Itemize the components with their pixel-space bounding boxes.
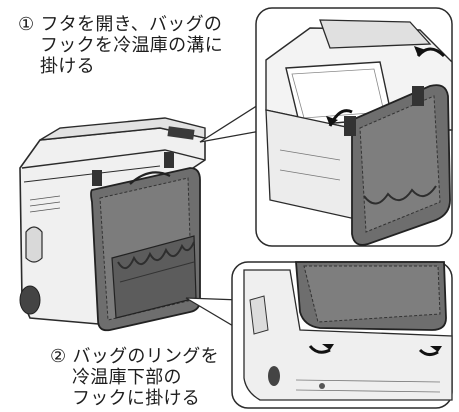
step-1-text-2: フックを冷温庫の溝に: [40, 35, 223, 56]
step-1-line-1: ① フタを開き、バッグの: [18, 14, 223, 35]
step-2-text-2: 冷温庫下部の: [72, 367, 182, 388]
step-1-line-3: 掛ける: [18, 56, 223, 77]
step-2-line-3: フックに掛ける: [50, 388, 219, 409]
cooler-main-illustration: [19, 117, 206, 332]
callout-top-detail: [199, 7, 453, 247]
step-2-number: ②: [50, 346, 67, 367]
step-2-instruction: ② バッグのリングを 冷温庫下部の フックに掛ける: [50, 346, 219, 409]
step-2-line-2: 冷温庫下部の: [50, 367, 219, 388]
step-1-text-1: フタを開き、バッグの: [40, 14, 223, 35]
step-1-instruction: ① フタを開き、バッグの フックを冷温庫の溝に 掛ける: [18, 14, 223, 77]
callout-bottom-detail: [185, 261, 453, 409]
step-2-line-1: ② バッグのリングを: [50, 346, 219, 367]
step-2-text-3: フックに掛ける: [72, 388, 201, 409]
step-1-number: ①: [18, 14, 35, 35]
step-1-text-3: 掛ける: [40, 56, 95, 77]
step-2-text-1: バッグのリングを: [72, 346, 219, 367]
step-1-line-2: フックを冷温庫の溝に: [18, 35, 223, 56]
